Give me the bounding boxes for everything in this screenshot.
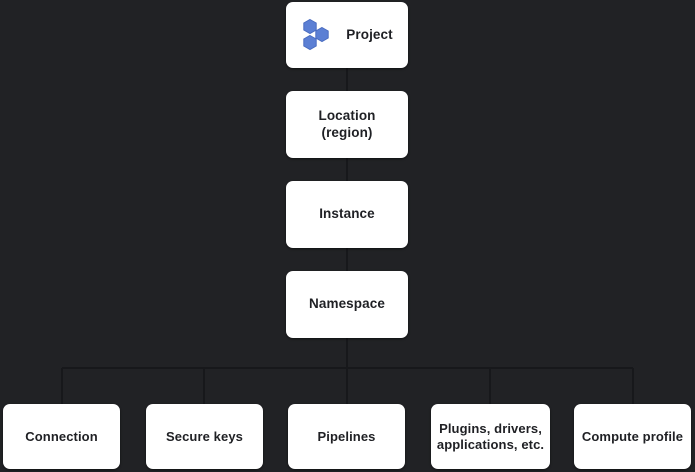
node-pipelines[interactable]: Pipelines xyxy=(288,404,405,469)
node-instance[interactable]: Instance xyxy=(286,181,408,248)
node-namespace-label: Namespace xyxy=(309,296,385,312)
node-secure-keys-label: Secure keys xyxy=(166,428,243,444)
hexagon-cluster-icon xyxy=(301,18,335,52)
node-project-label: Project xyxy=(346,26,393,42)
node-project[interactable]: Project xyxy=(286,2,408,68)
node-connection[interactable]: Connection xyxy=(3,404,120,469)
node-pipelines-label: Pipelines xyxy=(317,428,376,444)
node-compute-profile[interactable]: Compute profile xyxy=(574,404,691,469)
node-location-region-label: Location (region) xyxy=(318,108,376,140)
node-location-region[interactable]: Location (region) xyxy=(286,91,408,158)
node-connection-label: Connection xyxy=(25,428,98,444)
node-compute-profile-label: Compute profile xyxy=(581,428,684,444)
node-plugins-label: Plugins, drivers, applications, etc. xyxy=(436,420,545,452)
node-plugins[interactable]: Plugins, drivers, applications, etc. xyxy=(431,404,550,469)
node-secure-keys[interactable]: Secure keys xyxy=(146,404,263,469)
node-instance-label: Instance xyxy=(319,206,375,222)
node-namespace[interactable]: Namespace xyxy=(286,271,408,338)
